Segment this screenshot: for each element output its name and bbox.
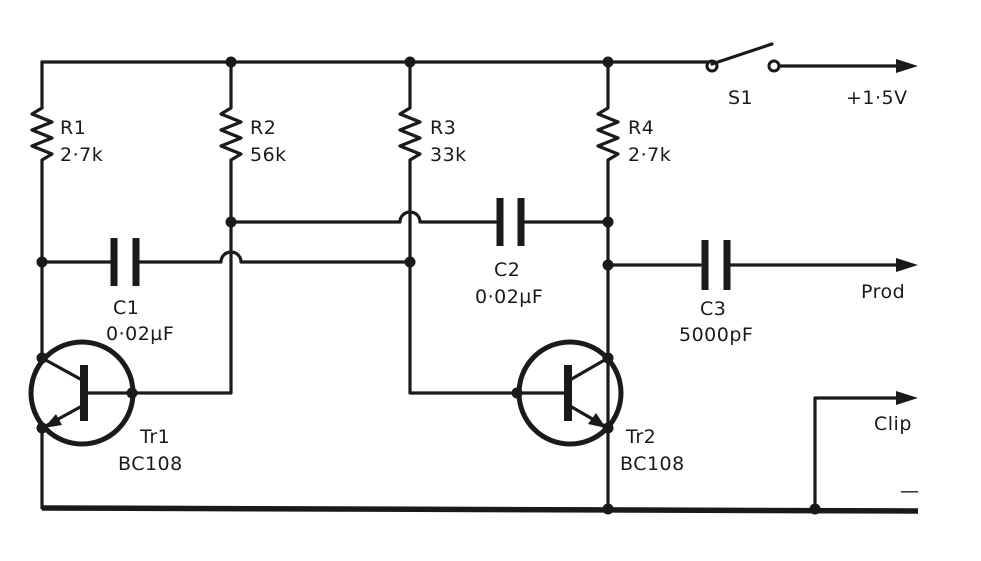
transistor-tr1 — [28, 260, 136, 510]
c1-name-label: C1 — [113, 297, 139, 319]
resistor-r2 — [219, 60, 243, 224]
wire-r3-tr2-base — [408, 260, 519, 395]
tr2-name-label: Tr2 — [625, 426, 656, 448]
c3-name-label: C3 — [700, 298, 726, 320]
wire-output — [606, 240, 918, 290]
wire-r2-c2 — [229, 204, 499, 264]
resistor-r3 — [398, 60, 422, 208]
clip-terminal — [813, 391, 918, 510]
supply-label: +1·5V — [846, 87, 908, 109]
tr1-name-label: Tr1 — [139, 426, 170, 448]
r3-value-label: 33k — [430, 144, 467, 166]
r2-value-label: 56k — [250, 144, 287, 166]
c2-name-label: C2 — [494, 259, 520, 281]
resistor-r1 — [30, 106, 54, 264]
capacitor-c1 — [110, 238, 140, 286]
switch-s1[interactable] — [705, 42, 918, 73]
c1-value-label: 0·02µF — [106, 323, 174, 345]
c2-value-label: 0·02µF — [475, 286, 543, 308]
wire-c1-r3 — [40, 220, 412, 395]
r1-value-label: 2·7k — [60, 144, 103, 166]
ground-rail — [41, 505, 919, 514]
negative-label: — — [900, 480, 920, 502]
r4-value-label: 2·7k — [628, 144, 671, 166]
resistor-r4 — [596, 60, 620, 510]
c3-value-label: 5000pF — [679, 324, 753, 346]
r1-name-label: R1 — [60, 117, 86, 139]
probe-label: Prod — [861, 281, 905, 303]
r4-name-label: R4 — [628, 117, 654, 139]
s1-label: S1 — [728, 87, 753, 109]
r2-name-label: R2 — [250, 117, 276, 139]
r3-name-label: R3 — [430, 117, 456, 139]
clip-label: Clip — [874, 413, 912, 435]
junction-dots — [36, 56, 821, 515]
tr2-type-label: BC108 — [620, 453, 685, 475]
transistor-tr2 — [515, 339, 624, 447]
supply-rail — [40, 60, 714, 110]
capacitor-c2 — [496, 198, 610, 246]
tr1-type-label: BC108 — [118, 453, 183, 475]
